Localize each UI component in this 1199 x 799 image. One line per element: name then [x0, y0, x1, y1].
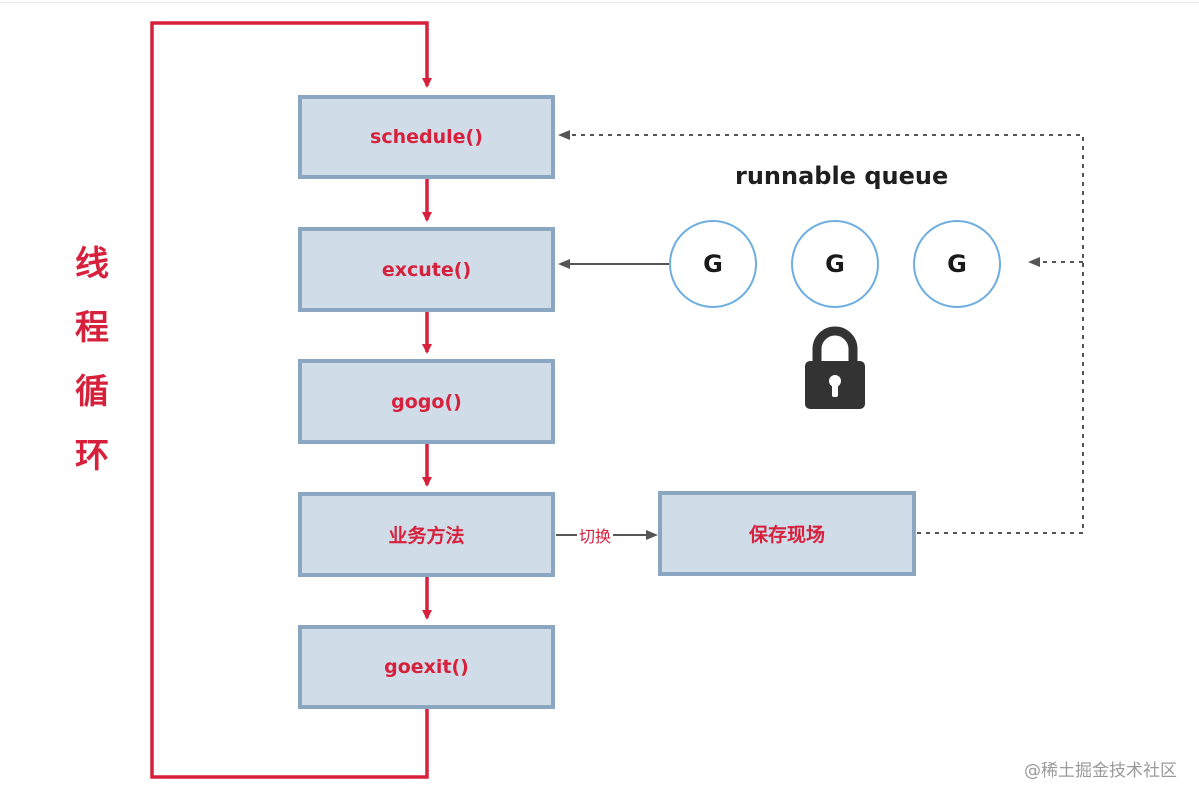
padlock-icon	[805, 326, 865, 409]
thread-loop-path	[150, 21, 432, 779]
business-method-box: 业务方法	[298, 492, 555, 577]
gogo-box: gogo()	[298, 359, 555, 444]
watermark: @稀土掘金技术社区	[1024, 761, 1177, 781]
goexit-box: goexit()	[298, 625, 555, 709]
goroutine-node: G	[791, 220, 879, 308]
thread-loop-label: 线程循环	[75, 244, 109, 476]
runnable-queue-title: runnable queue	[735, 162, 949, 190]
schedule-box: schedule()	[298, 95, 555, 179]
switch-label: 切换	[577, 523, 614, 547]
dashed-feedback-main	[558, 130, 1084, 534]
save-context-box: 保存现场	[658, 491, 916, 576]
top-divider	[0, 2, 1199, 3]
excute-box: excute()	[298, 227, 555, 312]
goroutine-node: G	[669, 220, 757, 308]
goroutine-node: G	[913, 220, 1001, 308]
